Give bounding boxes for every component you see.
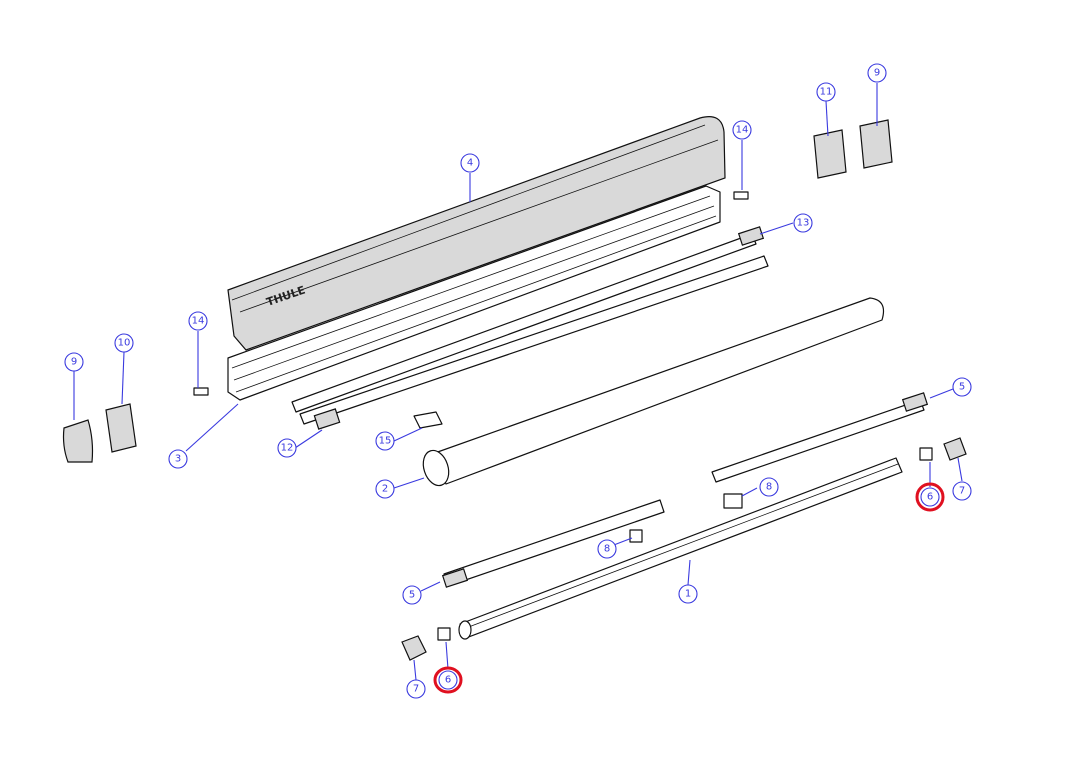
svg-text:10: 10 [118,338,131,349]
svg-text:3: 3 [175,454,181,465]
callout-10: 10 [114,333,134,353]
svg-text:9: 9 [874,68,880,79]
svg-text:11: 11 [820,87,833,98]
svg-text:8: 8 [766,482,772,493]
callout-8-left: 8 [597,539,617,559]
callout-15: 15 [375,431,395,451]
callout-14-right: 14 [732,120,752,140]
part-9-end-cap-left [62,419,94,463]
part-11-bracket-right [813,129,847,179]
inner-roller-bar [291,226,769,430]
svg-text:12: 12 [281,443,294,454]
part-9-end-cap-right [859,119,893,169]
callout-1: 1 [678,584,698,604]
highlight-ring-6-left [433,666,463,694]
svg-text:7: 7 [959,486,965,497]
callout-9-right: 9 [867,63,887,83]
callout-7-right: 7 [952,481,972,501]
callout-2: 2 [375,479,395,499]
part-14-piece-left [193,387,209,396]
callout-12: 12 [277,438,297,458]
part-15-clip [413,411,443,429]
callout-6-left: 6 [438,670,458,690]
callout-14-left: 14 [188,311,208,331]
part-8-block-a [629,529,643,543]
callout-13: 13 [793,213,813,233]
part-5-arm-lower [441,499,665,588]
svg-text:13: 13 [797,218,810,229]
svg-text:7: 7 [413,684,419,695]
callout-7-left: 7 [406,679,426,699]
callout-3: 3 [168,449,188,469]
svg-text:5: 5 [959,382,965,393]
callout-4: 4 [460,153,480,173]
part-1-lead-bar [458,457,903,640]
part-6-block-a [437,627,451,641]
svg-text:1: 1 [685,589,691,600]
callout-6-right: 6 [920,487,940,507]
svg-text:8: 8 [604,544,610,555]
part-3-back-profile [227,185,721,401]
svg-text:6: 6 [927,492,933,503]
part-7-cap-b [943,437,967,461]
part-7-cap-a [401,635,427,661]
svg-text:5: 5 [409,590,415,601]
callout-8-right: 8 [759,477,779,497]
callout-5-lower: 5 [402,585,422,605]
part-6-block-b [919,447,933,461]
svg-text:6: 6 [445,675,451,686]
svg-text:4: 4 [467,158,473,169]
part-14-piece-right [733,191,749,200]
part-4-front-cover: THULE [227,116,726,351]
part-2-canopy-roll [422,297,885,487]
svg-text:14: 14 [736,125,749,136]
part-5-arm-upper [711,392,929,483]
leader-lines [73,83,963,681]
svg-text:9: 9 [71,357,77,368]
svg-text:15: 15 [379,436,392,447]
callout-5-upper: 5 [952,377,972,397]
svg-text:14: 14 [192,316,205,327]
svg-text:2: 2 [382,484,388,495]
highlight-ring-6-right [915,482,945,512]
part-8-block-b [723,493,743,509]
callout-11: 11 [816,82,836,102]
part-10-bracket-left [105,403,137,453]
callout-9-left: 9 [64,352,84,372]
